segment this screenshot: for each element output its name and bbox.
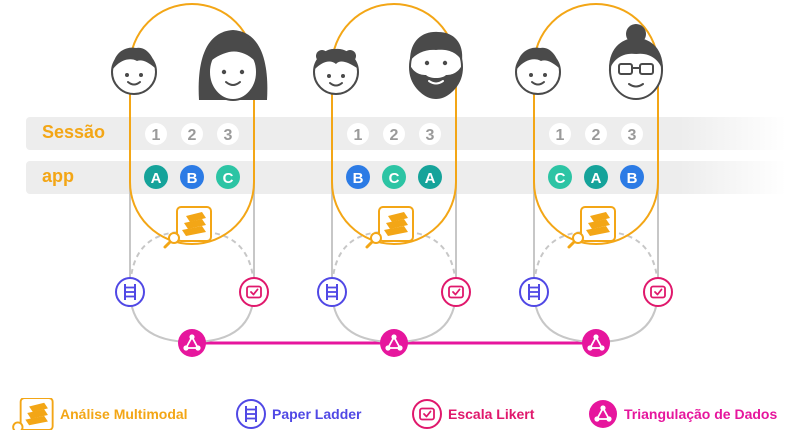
session-number: 3 xyxy=(224,127,233,144)
participant-group: 1 2 3C A B xyxy=(519,3,673,358)
multimodal-analysis-icon xyxy=(567,205,617,249)
data-triangulation-icon xyxy=(379,328,409,358)
child-face-icon xyxy=(111,46,157,95)
legend-triangulation: Triangulação de Dados xyxy=(588,398,777,430)
session-number: 2 xyxy=(188,127,197,144)
app-badge xyxy=(548,165,572,189)
app-letter: B xyxy=(187,170,198,187)
multimodal-analysis-icon xyxy=(163,205,213,249)
child-face-icon xyxy=(515,46,561,95)
data-triangulation-icon xyxy=(581,328,611,358)
session-number-badge xyxy=(145,123,167,145)
session-number-badge xyxy=(621,123,643,145)
likert-scale-icon xyxy=(239,277,269,307)
app-letter: C xyxy=(389,170,400,187)
app-badge xyxy=(620,165,644,189)
session-row-label: Sessão xyxy=(42,122,106,142)
app-letter: A xyxy=(591,170,602,187)
session-number: 3 xyxy=(426,127,435,144)
likert-scale-icon xyxy=(643,277,673,307)
multimodal-analysis-icon xyxy=(8,398,54,430)
app-badge xyxy=(180,165,204,189)
paper-ladder-icon xyxy=(317,277,347,307)
likert-scale-icon xyxy=(441,277,471,307)
app-badge xyxy=(346,165,370,189)
app-row-band xyxy=(26,161,786,194)
app-letter: B xyxy=(627,170,638,187)
app-letter: C xyxy=(223,170,234,187)
paper-ladder-icon xyxy=(115,277,145,307)
session-number-badge xyxy=(585,123,607,145)
grandma-face-icon xyxy=(607,23,665,100)
app-badge xyxy=(418,165,442,189)
multimodal-analysis-icon xyxy=(365,205,415,249)
likert-scale-icon xyxy=(412,399,442,429)
session-number: 1 xyxy=(354,127,363,144)
app-badge xyxy=(382,165,406,189)
app-badge xyxy=(144,165,168,189)
session-number-badge xyxy=(181,123,203,145)
legend-likert-label: Escala Likert xyxy=(448,406,535,422)
app-row-label: app xyxy=(42,166,75,186)
legend-ladder-label: Paper Ladder xyxy=(272,406,362,422)
app-letter: A xyxy=(425,170,436,187)
app-badge xyxy=(584,165,608,189)
participant-group: 1 2 3A B C xyxy=(115,3,269,358)
app-badge xyxy=(216,165,240,189)
session-number: 1 xyxy=(152,127,161,144)
orange-loop xyxy=(129,3,255,245)
app-letter: A xyxy=(151,170,162,187)
session-number-badge xyxy=(347,123,369,145)
session-number: 2 xyxy=(390,127,399,144)
session-number-badge xyxy=(217,123,239,145)
session-number-badge xyxy=(419,123,441,145)
participant-group: 1 2 3B C A xyxy=(317,3,471,358)
session-number: 2 xyxy=(592,127,601,144)
legend-multimodal: Análise Multimodal xyxy=(8,398,188,430)
session-number: 1 xyxy=(556,127,565,144)
legend-multimodal-label: Análise Multimodal xyxy=(60,406,188,422)
app-letter: B xyxy=(353,170,364,187)
data-triangulation-icon xyxy=(177,328,207,358)
data-triangulation-icon xyxy=(588,399,618,429)
session-number-badge xyxy=(383,123,405,145)
legend-triangulation-label: Triangulação de Dados xyxy=(624,406,778,422)
orange-loop xyxy=(533,3,659,245)
session-number-badge xyxy=(549,123,571,145)
girl-face-icon xyxy=(313,47,359,95)
paper-ladder-icon xyxy=(236,399,266,429)
legend-ladder: Paper Ladder xyxy=(236,398,361,430)
man-face-icon xyxy=(409,30,464,100)
woman-face-icon xyxy=(197,29,269,101)
legend-likert: Escala Likert xyxy=(412,398,534,430)
session-number: 3 xyxy=(628,127,637,144)
orange-loop xyxy=(331,3,457,245)
app-letter: C xyxy=(555,170,566,187)
session-row-band xyxy=(26,117,786,150)
paper-ladder-icon xyxy=(519,277,549,307)
